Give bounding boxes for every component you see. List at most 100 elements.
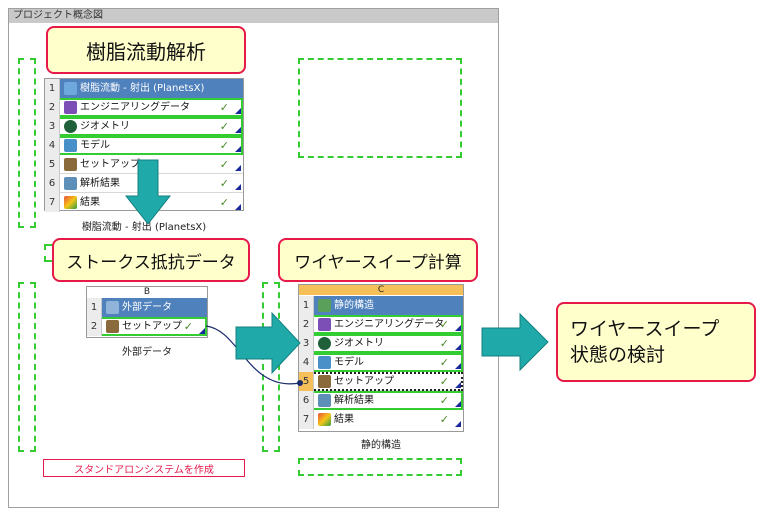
row-label: 解析結果 [80, 178, 120, 189]
check-icon: ✓ [439, 394, 449, 407]
setup-icon [64, 157, 77, 171]
expand-triangle-icon[interactable] [455, 382, 461, 388]
check-icon: ✓ [219, 139, 229, 152]
expand-triangle-icon[interactable] [455, 325, 461, 331]
setup-icon [106, 319, 119, 333]
system-a-row-1[interactable]: 1 樹脂流動 - 射出 (PlanetsⅩ) [45, 79, 243, 98]
drop-zone-left-top[interactable] [18, 58, 36, 228]
system-b-external-data[interactable]: B 1 外部データ 2 セットアップ ✓ [86, 286, 208, 338]
row-number: 1 [45, 79, 60, 98]
row-label: 樹脂流動 - 射出 (PlanetsⅩ) [80, 83, 205, 94]
row-label: 外部データ [122, 302, 172, 313]
expand-triangle-icon[interactable] [235, 165, 241, 171]
expand-triangle-icon[interactable] [199, 328, 205, 334]
drop-zone-middle[interactable] [262, 282, 280, 452]
expand-triangle-icon[interactable] [235, 184, 241, 190]
expand-triangle-icon[interactable] [455, 363, 461, 369]
row-label: ジオメトリ [334, 338, 384, 349]
system-c-row-7[interactable]: 7 結果 ✓ [299, 410, 463, 429]
system-a-row-3[interactable]: 3 ジオメトリ ✓ [45, 117, 243, 136]
drop-zone-right-top[interactable] [298, 58, 462, 158]
check-icon: ✓ [219, 177, 229, 190]
row-label: エンジニアリングデータ [334, 319, 444, 330]
row-number: 4 [45, 136, 60, 155]
system-b-row-1[interactable]: 1 外部データ [87, 298, 207, 317]
callout-line-1: ワイヤースイープ [570, 318, 720, 340]
system-a-row-4[interactable]: 4 モデル ✓ [45, 136, 243, 155]
row-label: 結果 [334, 414, 354, 425]
system-c-row-1[interactable]: 1 静的構造 [299, 296, 463, 315]
system-c-static-structural[interactable]: C 1 静的構造 2 エンジニアリングデータ ✓ 3 ジオメトリ ✓ 4 モデル… [298, 284, 464, 432]
row-number: 3 [299, 334, 314, 353]
connection-dot [297, 380, 303, 386]
system-a-caption[interactable]: 樹脂流動 - 射出 (PlanetsⅩ) [81, 222, 207, 233]
callout-wire-sweep-result: ワイヤースイープ 状態の検討 [556, 302, 756, 382]
check-icon: ✓ [439, 413, 449, 426]
system-c-row-3[interactable]: 3 ジオメトリ ✓ [299, 334, 463, 353]
check-icon: ✓ [219, 158, 229, 171]
expand-triangle-icon[interactable] [235, 127, 241, 133]
expand-triangle-icon[interactable] [235, 146, 241, 152]
row-label: 静的構造 [334, 300, 374, 311]
row-number: 1 [299, 296, 314, 315]
model-icon [64, 138, 77, 152]
right-arrow-icon [235, 311, 301, 375]
row-number: 1 [87, 298, 102, 317]
system-a-row-7[interactable]: 7 結果 ✓ [45, 193, 243, 212]
row-number: 6 [299, 391, 314, 410]
external-data-icon [106, 300, 119, 314]
setup-icon [318, 374, 331, 388]
check-icon: ✓ [219, 120, 229, 133]
column-letter: B [143, 287, 151, 297]
geometry-icon [64, 119, 77, 133]
solution-icon [64, 176, 77, 190]
results-icon [318, 412, 331, 426]
row-label: セットアップ [122, 321, 182, 332]
row-number: 2 [299, 315, 314, 334]
callout-line-2: 状態の検討 [570, 344, 666, 366]
callout-stokes-data: ストークス抵抗データ [52, 238, 250, 282]
system-c-caption[interactable]: 静的構造 [361, 440, 401, 451]
drop-zone-left-bottom[interactable] [18, 282, 36, 452]
panel-title: プロジェクト概念図 [9, 9, 498, 23]
system-b-row-2[interactable]: 2 セットアップ ✓ [87, 317, 207, 336]
expand-triangle-icon[interactable] [235, 204, 241, 210]
create-standalone-system-button[interactable]: スタンドアロンシステムを作成 [43, 459, 245, 477]
expand-triangle-icon[interactable] [235, 108, 241, 114]
system-c-row-6[interactable]: 6 解析結果 ✓ [299, 391, 463, 410]
solution-icon [318, 393, 331, 407]
row-label: モデル [80, 140, 110, 151]
check-icon: ✓ [219, 101, 229, 114]
check-icon: ✓ [439, 356, 449, 369]
system-c-row-4[interactable]: 4 モデル ✓ [299, 353, 463, 372]
row-label: 結果 [80, 197, 100, 208]
engineering-data-icon [64, 100, 77, 114]
row-number: 5 [45, 155, 60, 174]
row-number: 2 [87, 317, 102, 336]
expand-triangle-icon[interactable] [455, 421, 461, 427]
system-b-caption[interactable]: 外部データ [122, 347, 172, 358]
system-c-row-2[interactable]: 2 エンジニアリングデータ ✓ [299, 315, 463, 334]
engineering-data-icon [318, 317, 331, 331]
row-label: エンジニアリングデータ [80, 102, 190, 113]
check-icon: ✓ [439, 337, 449, 350]
drop-zone-bottom[interactable] [298, 458, 462, 476]
system-c-row-5[interactable]: 5 セットアップ ✓ [299, 372, 463, 391]
expand-triangle-icon[interactable] [455, 401, 461, 407]
expand-triangle-icon[interactable] [455, 344, 461, 350]
static-structural-icon [318, 298, 331, 312]
right-arrow-icon-2 [481, 312, 549, 372]
check-icon: ✓ [439, 318, 449, 331]
results-icon [64, 195, 77, 209]
row-number: 7 [45, 193, 60, 212]
row-label: 解析結果 [334, 395, 374, 406]
down-arrow-icon [124, 159, 172, 225]
model-icon [318, 355, 331, 369]
check-icon: ✓ [183, 320, 193, 333]
callout-resin-flow: 樹脂流動解析 [46, 26, 246, 74]
row-number: 4 [299, 353, 314, 372]
resin-flow-icon [64, 81, 77, 95]
row-number: 2 [45, 98, 60, 117]
system-a-row-2[interactable]: 2 エンジニアリングデータ ✓ [45, 98, 243, 117]
